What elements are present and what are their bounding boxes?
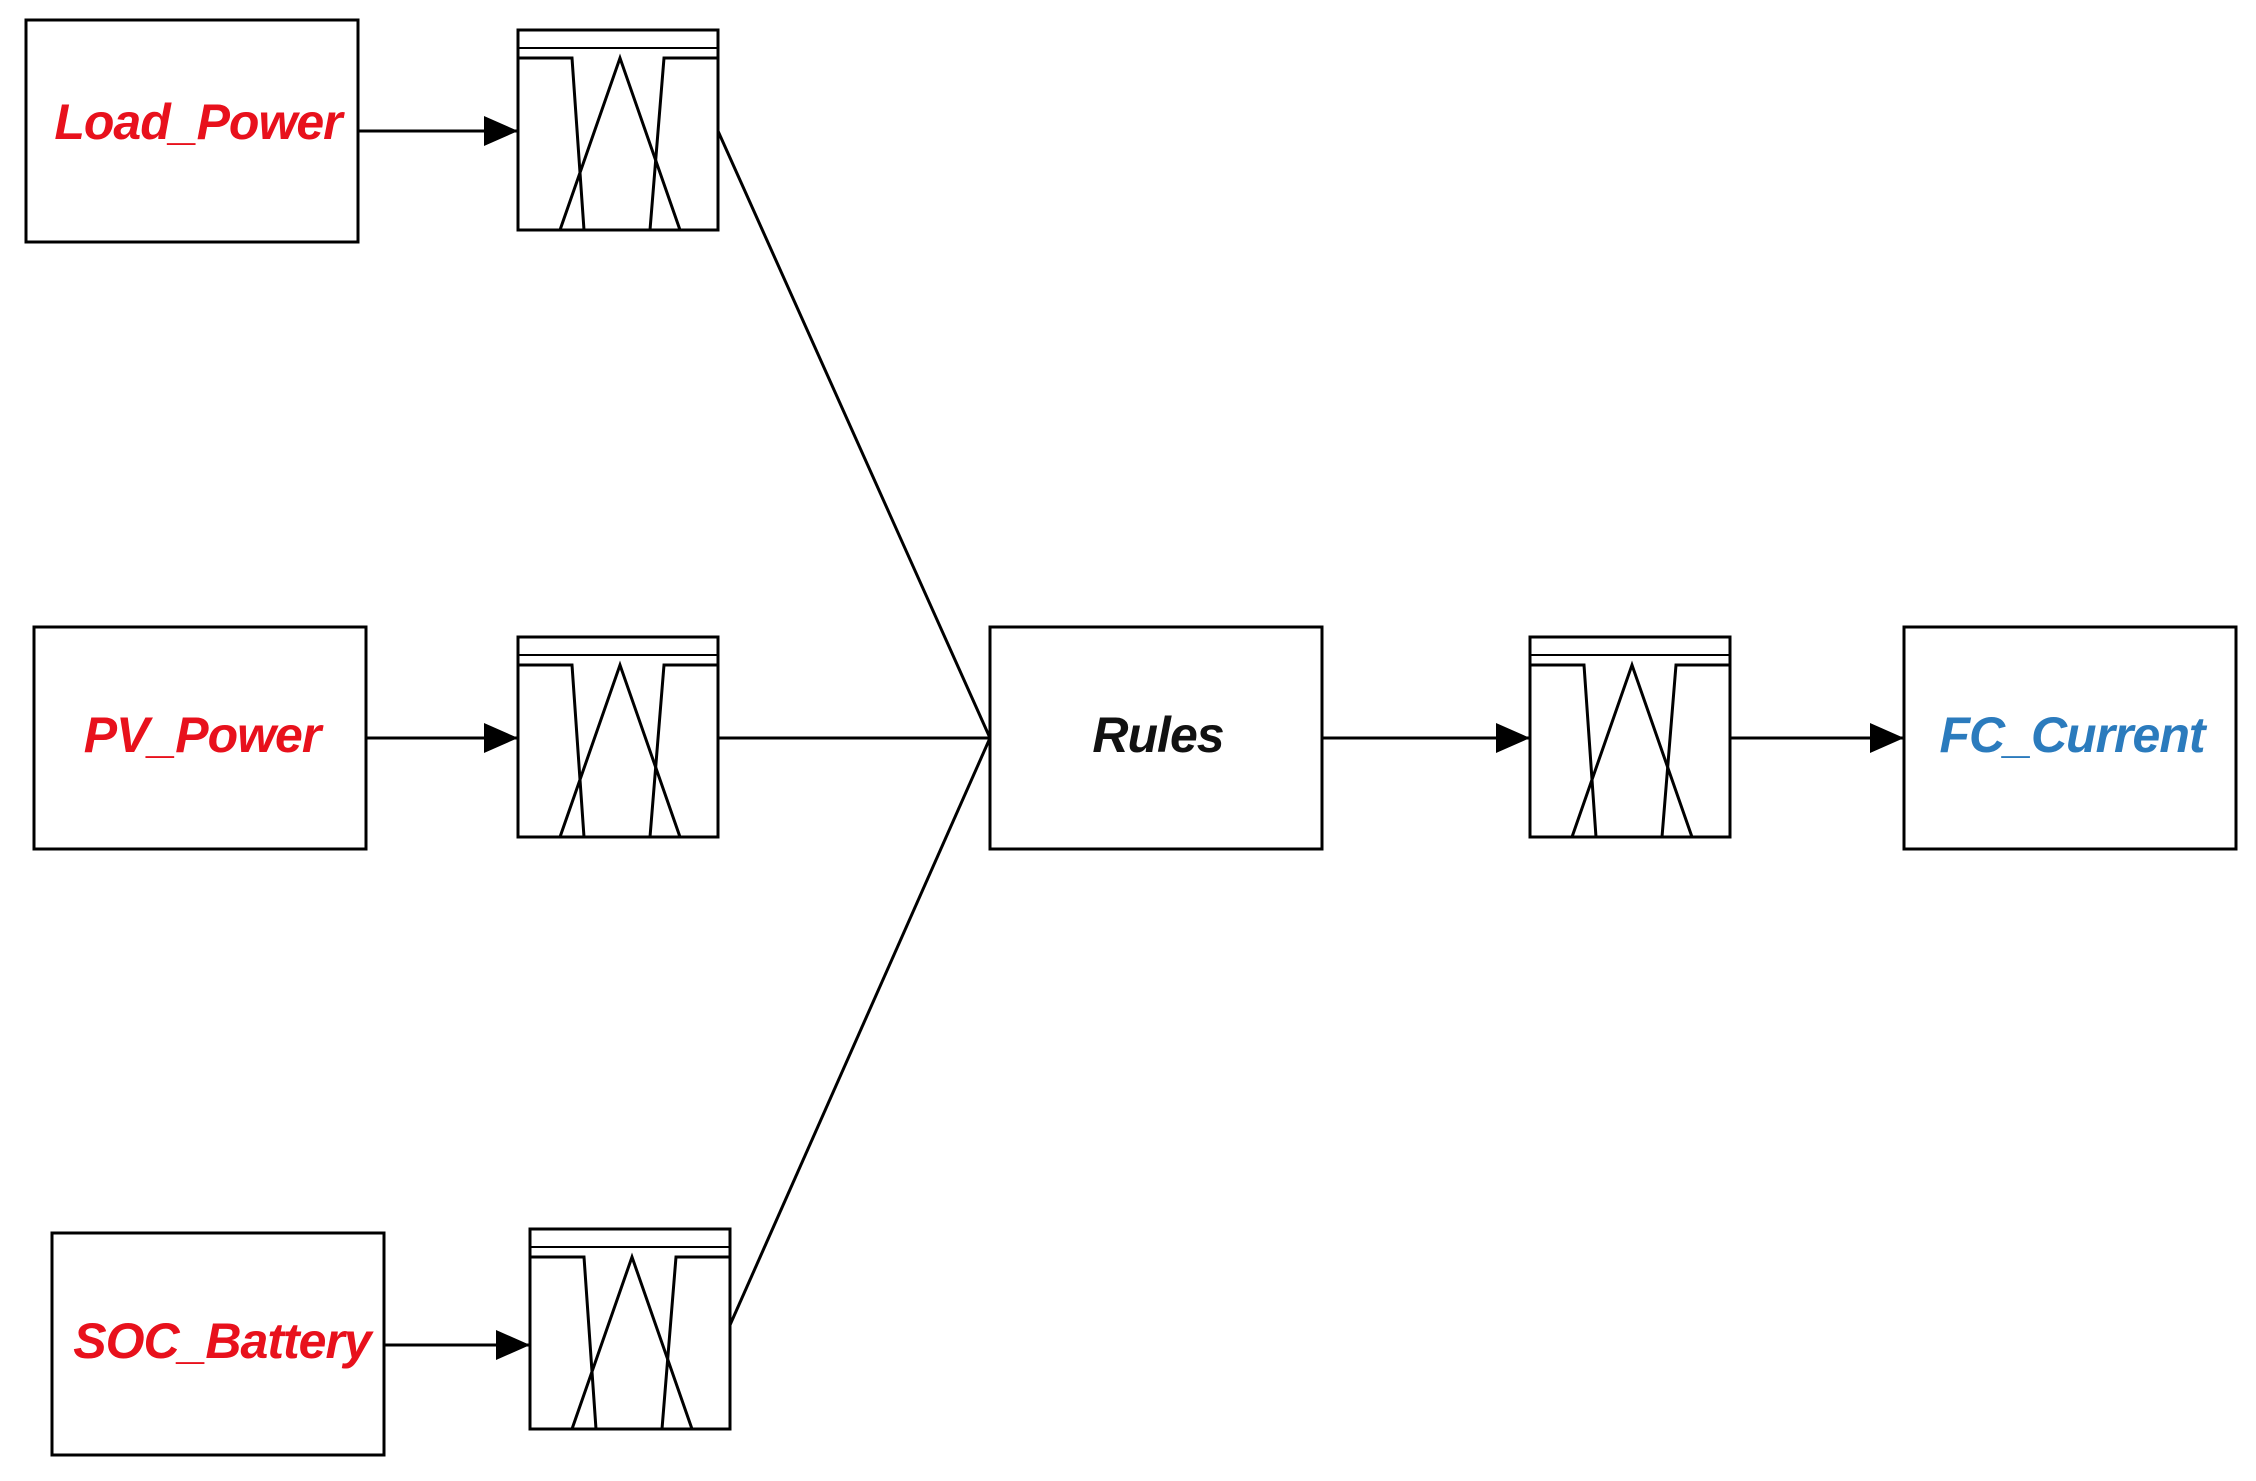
- fc-current-node: FC_Current: [1902, 625, 2238, 851]
- fc-current-label: FC_Current: [1939, 707, 2207, 763]
- load-power-membership-icon: [516, 28, 720, 232]
- soc-battery-box: [50, 1231, 386, 1457]
- load-power-node: Load_Power: [24, 18, 360, 244]
- soc-battery-membership-icon: [528, 1227, 732, 1431]
- rules-node: Rules: [988, 625, 1324, 851]
- pv-power-membership-icon: [516, 635, 720, 839]
- fc-current-box: [1902, 625, 2238, 851]
- soc-battery-node: SOC_Battery: [50, 1231, 386, 1457]
- soc-battery-label: SOC_Battery: [73, 1313, 374, 1369]
- rules-box: [988, 625, 1324, 851]
- rules-label: Rules: [1092, 707, 1223, 763]
- pv-power-label: PV_Power: [84, 707, 324, 763]
- fc-current-membership-icon: [1528, 635, 1732, 839]
- soc-battery-to-rules-line: [728, 737, 992, 1326]
- load-power-to-rules-line: [716, 130, 992, 739]
- load-power-label: Load_Power: [54, 94, 345, 150]
- pv-power-box: [32, 625, 368, 851]
- load-power-box: [24, 18, 360, 244]
- pv-power-node: PV_Power: [32, 625, 368, 851]
